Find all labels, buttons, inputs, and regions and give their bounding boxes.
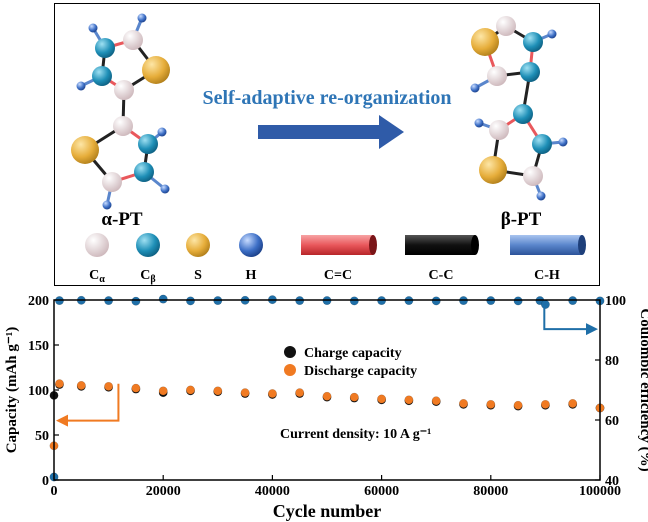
single-bond-legend-label: C-C <box>429 268 454 283</box>
sulfur-legend-label: S <box>194 268 202 283</box>
reorganization-arrow <box>258 115 404 149</box>
charge-legend-label: Charge capacity <box>304 346 402 361</box>
x-tick-label: 80000 <box>473 484 508 499</box>
discharge-capacity-point <box>104 381 114 391</box>
discharge-capacity-point <box>322 391 332 401</box>
discharge-capacity-point <box>213 386 223 396</box>
coulombic-efficiency-point <box>186 296 195 306</box>
discharge-capacity-point <box>568 399 578 408</box>
discharge-capacity-point <box>186 385 195 395</box>
discharge-capacity-point <box>349 392 359 402</box>
cycling-chart: 0 20000 40000 60000 80000 100000 0 50 100 150 200 4… <box>0 286 648 522</box>
data-point-layer <box>49 294 605 482</box>
discharge-capacity-point <box>55 379 64 389</box>
schematic-drawing: Self-adaptive re-organization α-PT β-PT <box>71 13 586 285</box>
x-axis-label: Cycle number <box>273 501 381 521</box>
discharge-capacity-point <box>240 388 250 398</box>
discharge-capacity-point <box>513 400 523 410</box>
x-tick-label: 0 <box>51 484 58 499</box>
efficiency-axis-arrowhead <box>586 323 598 336</box>
c-alpha-legend-ball <box>85 233 109 257</box>
c-beta-legend-label: Cβ <box>140 268 155 285</box>
atom-legend: Cα Cβ S H C=C C-C C-H <box>85 233 586 285</box>
y-axis-right-label: Coulombic efficiency (%) <box>637 308 648 471</box>
x-tick-label: 20000 <box>146 484 181 499</box>
y-axis-left-label: Capacity (mAh g⁻¹) <box>4 327 20 454</box>
capacity-axis-arrow <box>66 383 120 422</box>
discharge-capacity-point <box>404 395 414 405</box>
current-density-annotation: Current density: 10 A g⁻¹ <box>280 427 431 442</box>
discharge-capacity-point <box>377 394 387 404</box>
discharge-capacity-point <box>76 381 86 390</box>
y-right-tick-label: 100 <box>605 294 626 309</box>
hydrogen-legend-label: H <box>246 268 257 283</box>
tick-layer: 0 20000 40000 60000 80000 100000 0 50 100 150 200 4… <box>28 294 626 499</box>
double-bond-legend-cylinder <box>301 235 377 255</box>
charge-legend-marker <box>284 346 296 358</box>
x-tick-label: 100000 <box>579 484 621 499</box>
y-right-tick-label: 80 <box>605 354 619 369</box>
discharge-capacity-point <box>540 399 550 409</box>
discharge-capacity-point <box>459 399 468 408</box>
discharge-capacity-point <box>431 396 441 406</box>
beta-pt-molecule <box>470 16 568 201</box>
sulfur-legend-ball <box>186 233 210 257</box>
discharge-capacity-point <box>295 388 305 398</box>
discharge-capacity-point <box>158 386 168 396</box>
efficiency-axis-arrow <box>543 300 588 331</box>
discharge-capacity-point <box>486 399 496 409</box>
y-right-tick-label: 40 <box>605 474 619 489</box>
y-right-tick-label: 60 <box>605 414 619 429</box>
coulombic-efficiency-point <box>431 296 441 306</box>
discharge-capacity-point <box>131 383 141 393</box>
x-tick-label: 40000 <box>255 484 290 499</box>
ch-bond-legend-label: C-H <box>534 268 560 283</box>
decoration-layer <box>56 300 598 427</box>
c-alpha-legend-label: Cα <box>89 268 105 285</box>
coulombic-efficiency-point <box>158 294 168 304</box>
y-left-tick-label: 50 <box>35 429 49 444</box>
discharge-legend-marker <box>284 364 296 376</box>
chart-legend: Charge capacity Discharge capacity <box>284 346 417 379</box>
chart-svg: 0 20000 40000 60000 80000 100000 0 50 100 150 200 4… <box>4 294 648 521</box>
alpha-pt-molecule <box>71 13 170 210</box>
ch-bond-legend-cylinder <box>510 235 586 255</box>
molecule-schematic: Self-adaptive re-organization α-PT β-PT <box>54 3 600 286</box>
hydrogen-legend-ball <box>239 233 263 257</box>
beta-pt-label: β-PT <box>501 209 542 230</box>
c-beta-legend-ball <box>136 233 160 257</box>
y-left-tick-label: 200 <box>28 294 49 309</box>
reorganization-label: Self-adaptive re-organization <box>202 87 451 109</box>
coulombic-efficiency-point <box>540 300 550 309</box>
coulombic-efficiency-point <box>131 296 141 306</box>
single-bond-legend-cylinder <box>405 235 479 255</box>
y-left-tick-label: 100 <box>28 384 49 399</box>
coulombic-efficiency-point <box>349 296 359 306</box>
alpha-pt-label: α-PT <box>101 209 143 230</box>
plot-frame <box>53 299 601 481</box>
capacity-axis-arrowhead <box>56 414 68 427</box>
coulombic-efficiency-point <box>513 296 523 306</box>
double-bond-legend-label: C=C <box>324 268 352 283</box>
x-tick-label: 60000 <box>364 484 399 499</box>
discharge-capacity-point <box>267 389 277 399</box>
y-left-tick-label: 0 <box>42 474 49 489</box>
y-left-tick-label: 150 <box>28 339 49 354</box>
discharge-legend-label: Discharge capacity <box>304 364 417 379</box>
